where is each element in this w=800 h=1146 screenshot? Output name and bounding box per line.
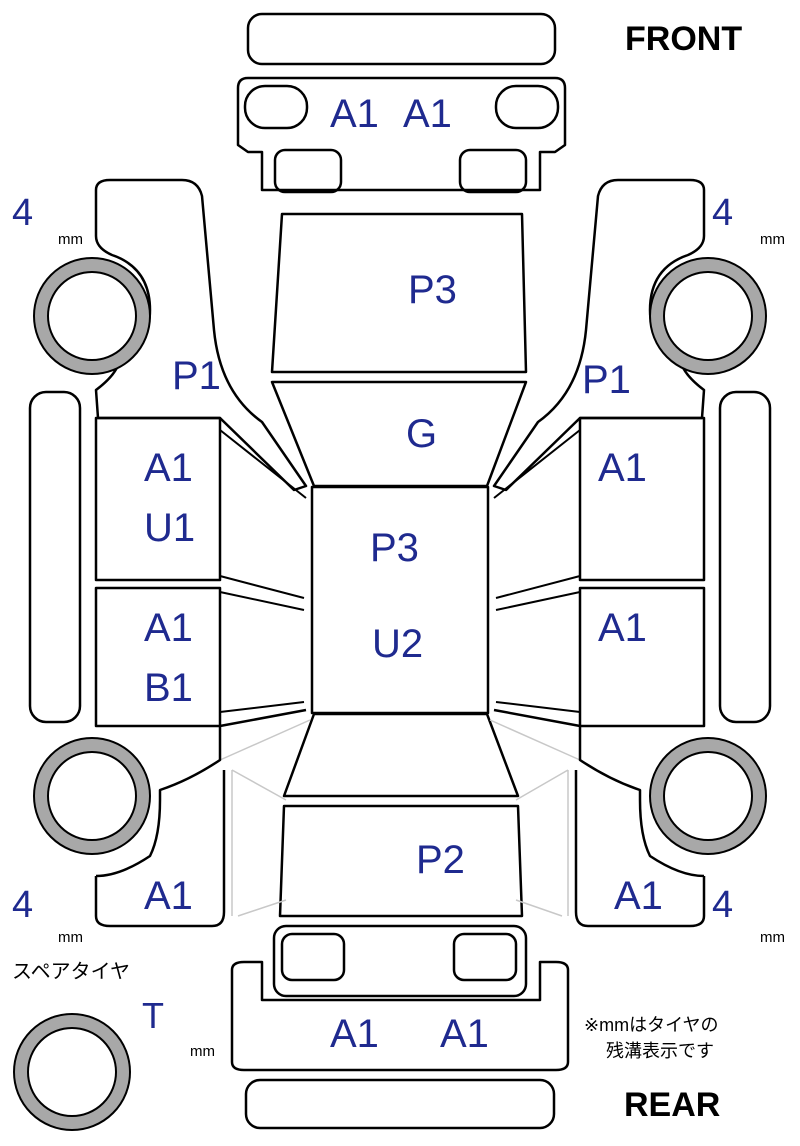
code-rear-door-left-2: B1 xyxy=(144,666,193,710)
code-front-bumper-1: A1 xyxy=(330,92,379,136)
code-front-bumper-2: A1 xyxy=(403,92,452,136)
code-front-door-right: A1 xyxy=(598,446,647,490)
rear-window xyxy=(282,712,520,798)
rear-lamp-right xyxy=(452,932,518,982)
rear-door-left xyxy=(94,586,222,728)
code-rear-bumper-1: A1 xyxy=(330,1012,379,1056)
front-headlight-right xyxy=(494,84,560,130)
code-rear-door-right: A1 xyxy=(598,606,647,650)
tread-unit-rear-right: mm xyxy=(760,929,785,946)
windshield xyxy=(270,380,528,488)
tread-depth-front-left: 4 xyxy=(12,192,34,234)
tread-depth-rear-right: 4 xyxy=(712,884,734,926)
tire-front-right-hub xyxy=(663,271,753,361)
tire-rear-right-hub xyxy=(663,751,753,841)
code-rear-bumper-2: A1 xyxy=(440,1012,489,1056)
code-rear-fender-left: A1 xyxy=(144,874,193,918)
front-bumper-bar xyxy=(246,12,557,66)
rear-fender-right-lines xyxy=(489,719,581,917)
code-front-door-left-2: U1 xyxy=(144,506,196,550)
rear-label: REAR xyxy=(624,1086,721,1124)
rear-fender-left-lines xyxy=(219,719,311,917)
tread-unit-front-right: mm xyxy=(760,231,785,248)
code-roof-1: P3 xyxy=(370,526,419,570)
rear-fender-right xyxy=(493,708,706,928)
code-rear-door-left-1: A1 xyxy=(144,606,193,650)
code-trunk: P2 xyxy=(416,838,465,882)
front-fog-left xyxy=(273,148,343,194)
front-headlight-left xyxy=(243,84,309,130)
tire-spare-hub xyxy=(27,1027,117,1117)
rear-panel xyxy=(272,924,528,998)
trunk xyxy=(278,804,524,918)
rear-bumper xyxy=(230,960,570,1072)
code-front-fender-right: P1 xyxy=(582,358,631,402)
code-hood: P3 xyxy=(408,268,457,312)
code-front-fender-left: P1 xyxy=(172,354,221,398)
tread-depth-rear-left: 4 xyxy=(12,884,34,926)
tread-depth-front-right: 4 xyxy=(712,192,734,234)
tread-unit-rear-left: mm xyxy=(58,929,83,946)
spare-tire-label: スペアタイヤ xyxy=(12,961,130,983)
code-windshield: G xyxy=(406,412,438,456)
rear-bumper-bar xyxy=(244,1078,556,1130)
note-line-2: 残溝表示です xyxy=(606,1041,714,1061)
spare-tire-value: T xyxy=(142,995,164,1036)
tire-rear-left-hub xyxy=(47,751,137,841)
code-roof-2: U2 xyxy=(372,622,424,666)
tread-unit-front-left: mm xyxy=(58,231,83,248)
note-line-1: ※mmはタイヤの xyxy=(584,1015,719,1035)
front-door-right xyxy=(578,416,706,582)
code-rear-fender-right: A1 xyxy=(614,874,663,918)
front-label: FRONT xyxy=(625,20,743,58)
rear-fender-left xyxy=(94,708,307,928)
roof xyxy=(310,485,490,715)
left-door-lines xyxy=(219,429,307,713)
side-sill-right xyxy=(718,390,772,724)
rear-lamp-left xyxy=(280,932,346,982)
rear-door-right xyxy=(578,586,706,728)
front-fender-right xyxy=(492,178,706,492)
tread-unit-spare: mm xyxy=(190,1043,215,1060)
front-fender-left xyxy=(94,178,308,492)
side-sill-left xyxy=(28,390,82,724)
right-door-lines xyxy=(493,429,581,713)
front-bumper xyxy=(236,76,567,192)
front-fog-right xyxy=(458,148,528,194)
hood xyxy=(270,212,528,374)
code-front-door-left-1: A1 xyxy=(144,446,193,490)
tire-front-left-hub xyxy=(47,271,137,361)
front-door-left xyxy=(94,416,222,582)
